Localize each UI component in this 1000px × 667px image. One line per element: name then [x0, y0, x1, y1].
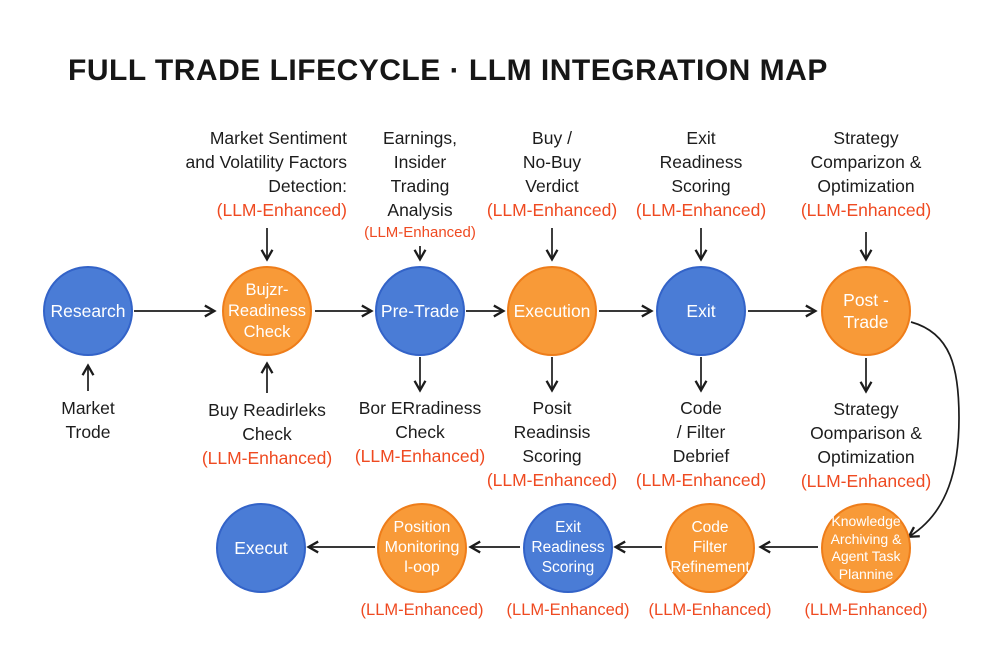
- node-execution: Execution: [507, 266, 597, 356]
- node-buyer-readiness-check: Bujzr- Readiness Check: [222, 266, 312, 356]
- label-strategy-comparison-top: Strategy Comparizon & Optimization (LLM-…: [766, 126, 966, 222]
- node-code-filter-refinement: Code Filter Refinement: [665, 503, 755, 593]
- llm-tag: (LLM-Enhanced): [354, 446, 486, 466]
- node-exit: Exit: [656, 266, 746, 356]
- node-knowledge-archiving: Knowledge Archiving & Agent Task Plannin…: [821, 503, 911, 593]
- llm-tag: (LLM-Enhanced): [364, 224, 476, 241]
- node-pre-trade: Pre-Trade: [375, 266, 465, 356]
- node-research: Research: [43, 266, 133, 356]
- node-position-monitoring-loop: Position Monitoring l-oop: [377, 503, 467, 593]
- label-readiness-check-pretrade: Bor ERradiness Check (LLM-Enhanced): [320, 396, 520, 468]
- llm-tag: (LLM-Enhanced): [804, 601, 928, 619]
- label-buy-verdict: Buy / No-Buy Verdict (LLM-Enhanced): [452, 126, 652, 222]
- label-market-sentiment: Market Sentiment and Volatility Factors …: [147, 126, 347, 222]
- node-exit-readiness-scoring: Exit Readiness Scoring: [523, 503, 613, 593]
- node-execut: Execut: [216, 503, 306, 593]
- llm-tag: (LLM-Enhanced): [486, 470, 618, 490]
- label-exit-readiness-scoring-top: Exit Readiness Scoring (LLM-Enhanced): [601, 126, 801, 222]
- label-earnings-analysis: Earnings, Insider Trading Analysis (LLM-…: [320, 126, 520, 244]
- node-post-trade: Post - Trade: [821, 266, 911, 356]
- llm-tag: (LLM-Enhanced): [635, 200, 767, 220]
- llm-tag: (LLM-Enhanced): [201, 448, 333, 468]
- label-position-readiness-scoring: Posit Readinsis Scoring (LLM-Enhanced): [452, 396, 652, 492]
- llm-tag: (LLM-Enhanced): [216, 200, 347, 220]
- label-buy-readiness-check: Buy Readirleks Check (LLM-Enhanced): [167, 398, 367, 470]
- label-code-filter-debrief: Code / Filter Debrief (LLM-Enhanced): [601, 396, 801, 492]
- llm-tag: (LLM-Enhanced): [486, 200, 618, 220]
- llm-tag: (LLM-Enhanced): [800, 471, 932, 491]
- llm-tag: (LLM-Enhanced): [506, 601, 630, 619]
- page-title: FULL TRADE LIFECYCLE · LLM INTEGRATION M…: [68, 54, 828, 87]
- label-strategy-comparison-bottom: Strategy Oomparison & Optimization (LLM-…: [766, 397, 966, 493]
- llm-tag: (LLM-Enhanced): [360, 601, 484, 619]
- llm-tag: (LLM-Enhanced): [648, 601, 772, 619]
- label-market-trode: Market Trode: [61, 398, 115, 442]
- llm-tag: (LLM-Enhanced): [635, 470, 767, 490]
- llm-tag: (LLM-Enhanced): [800, 200, 932, 220]
